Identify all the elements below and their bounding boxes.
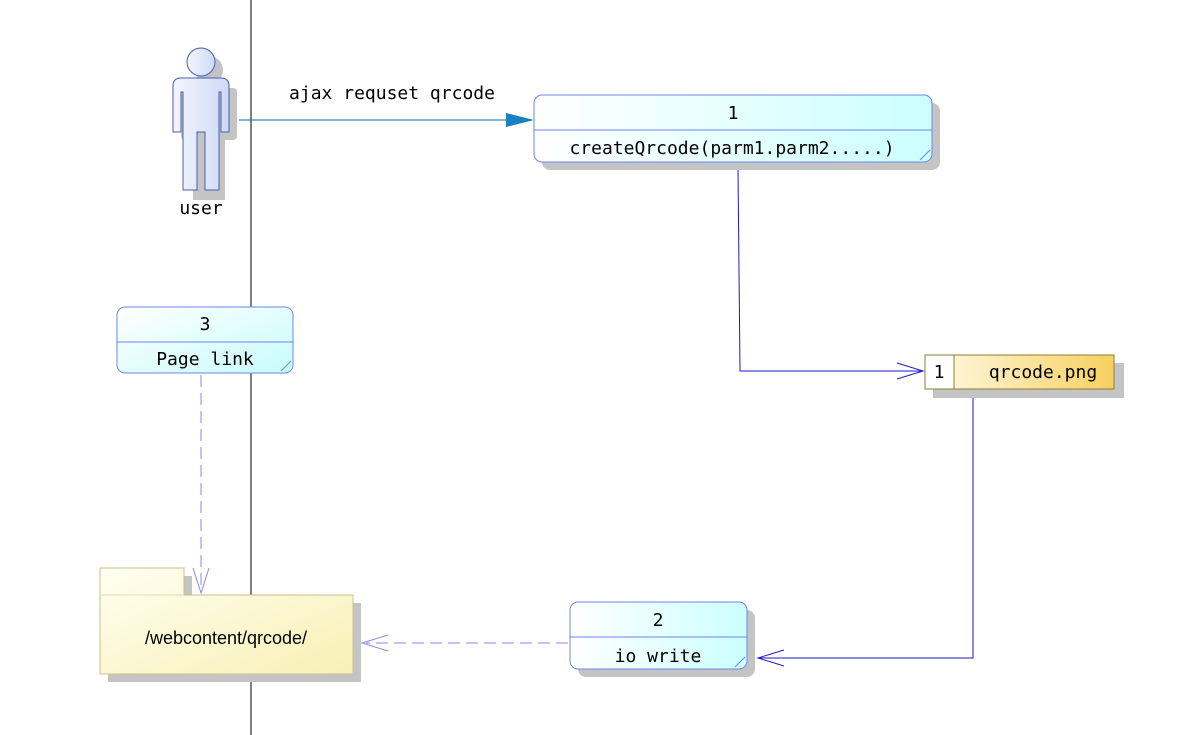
state1-number: 1 [728, 103, 739, 124]
open-arrowhead-icon [756, 649, 785, 667]
open-arrowhead-icon [360, 634, 389, 652]
state-page-link[interactable]: 3 Page link [116, 306, 294, 374]
open-arrowhead-icon [896, 362, 925, 380]
state-create-qrcode[interactable]: 1 createQrcode(parm1.parm2.....) [533, 94, 940, 170]
file-label: qrcode.png [989, 362, 1097, 383]
folder-webcontent-qrcode[interactable]: /webcontent/qrcode/ [99, 567, 361, 682]
folder-label: /webcontent/qrcode/ [145, 628, 307, 648]
connector-page-link-to-folder [192, 375, 210, 595]
state2-number: 2 [653, 610, 664, 631]
user-actor-icon [172, 47, 230, 191]
connector-io-write-to-folder [360, 634, 568, 652]
state1-label: createQrcode(parm1.parm2.....) [569, 138, 894, 159]
user-actor[interactable]: user [172, 47, 237, 219]
user-label: user [179, 198, 223, 219]
state3-label: Page link [156, 349, 254, 370]
connector-file-to-io-write [756, 398, 974, 667]
file-number: 1 [934, 362, 945, 383]
state3-number: 3 [200, 314, 211, 335]
state-corner-icon [734, 656, 746, 668]
state-io-write[interactable]: 2 io write [569, 601, 755, 677]
folder-icon [99, 567, 354, 675]
state2-label: io write [615, 646, 702, 667]
open-arrowhead-icon [192, 567, 210, 595]
message-label: ajax requset qrcode [289, 83, 495, 104]
state-corner-icon [280, 360, 292, 372]
state-corner-icon [919, 149, 931, 161]
message-arrowhead-icon [506, 113, 534, 127]
ajax-request-message[interactable]: ajax requset qrcode [239, 83, 534, 127]
connector-create-to-file [737, 169, 925, 380]
artifact-qrcode-png[interactable]: 1 qrcode.png [924, 354, 1124, 398]
